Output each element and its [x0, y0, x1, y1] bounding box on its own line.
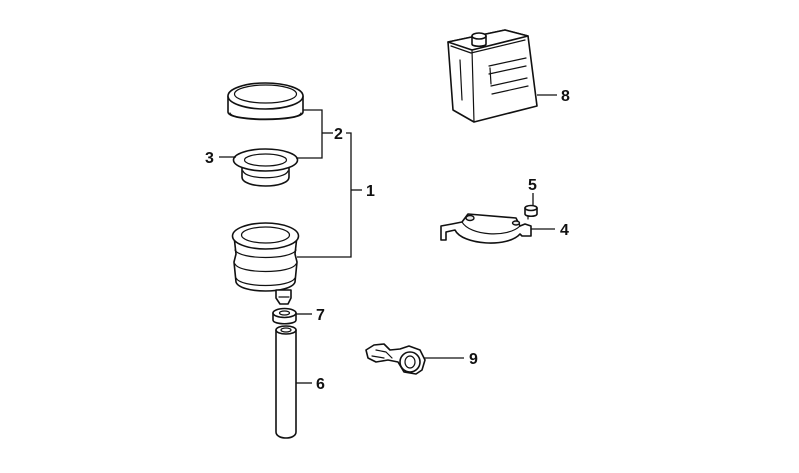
callout-1: 1: [366, 183, 375, 200]
leader-lines: [219, 94, 557, 384]
callout-7: 7: [316, 307, 325, 324]
callout-6: 6: [316, 376, 325, 393]
bracket: [440, 213, 532, 244]
hose: [275, 325, 297, 439]
reservoir-body: [231, 222, 300, 305]
callout-3: 3: [205, 150, 214, 167]
leader-2: [296, 109, 323, 159]
callout-labels: 1 2 3 4 5 6 7 8 9: [205, 88, 570, 393]
fluid-can: [447, 29, 538, 123]
callout-8: 8: [561, 88, 570, 105]
callout-5: 5: [528, 177, 537, 194]
leader-1: [297, 132, 352, 258]
callout-4: 4: [560, 222, 569, 239]
hose-clip: [365, 343, 426, 375]
seal-ring: [232, 148, 299, 187]
callout-9: 9: [469, 351, 478, 368]
reservoir-cap: [227, 82, 304, 121]
screw: [524, 204, 538, 220]
callout-2: 2: [334, 126, 343, 143]
hex-nut: [272, 307, 297, 325]
